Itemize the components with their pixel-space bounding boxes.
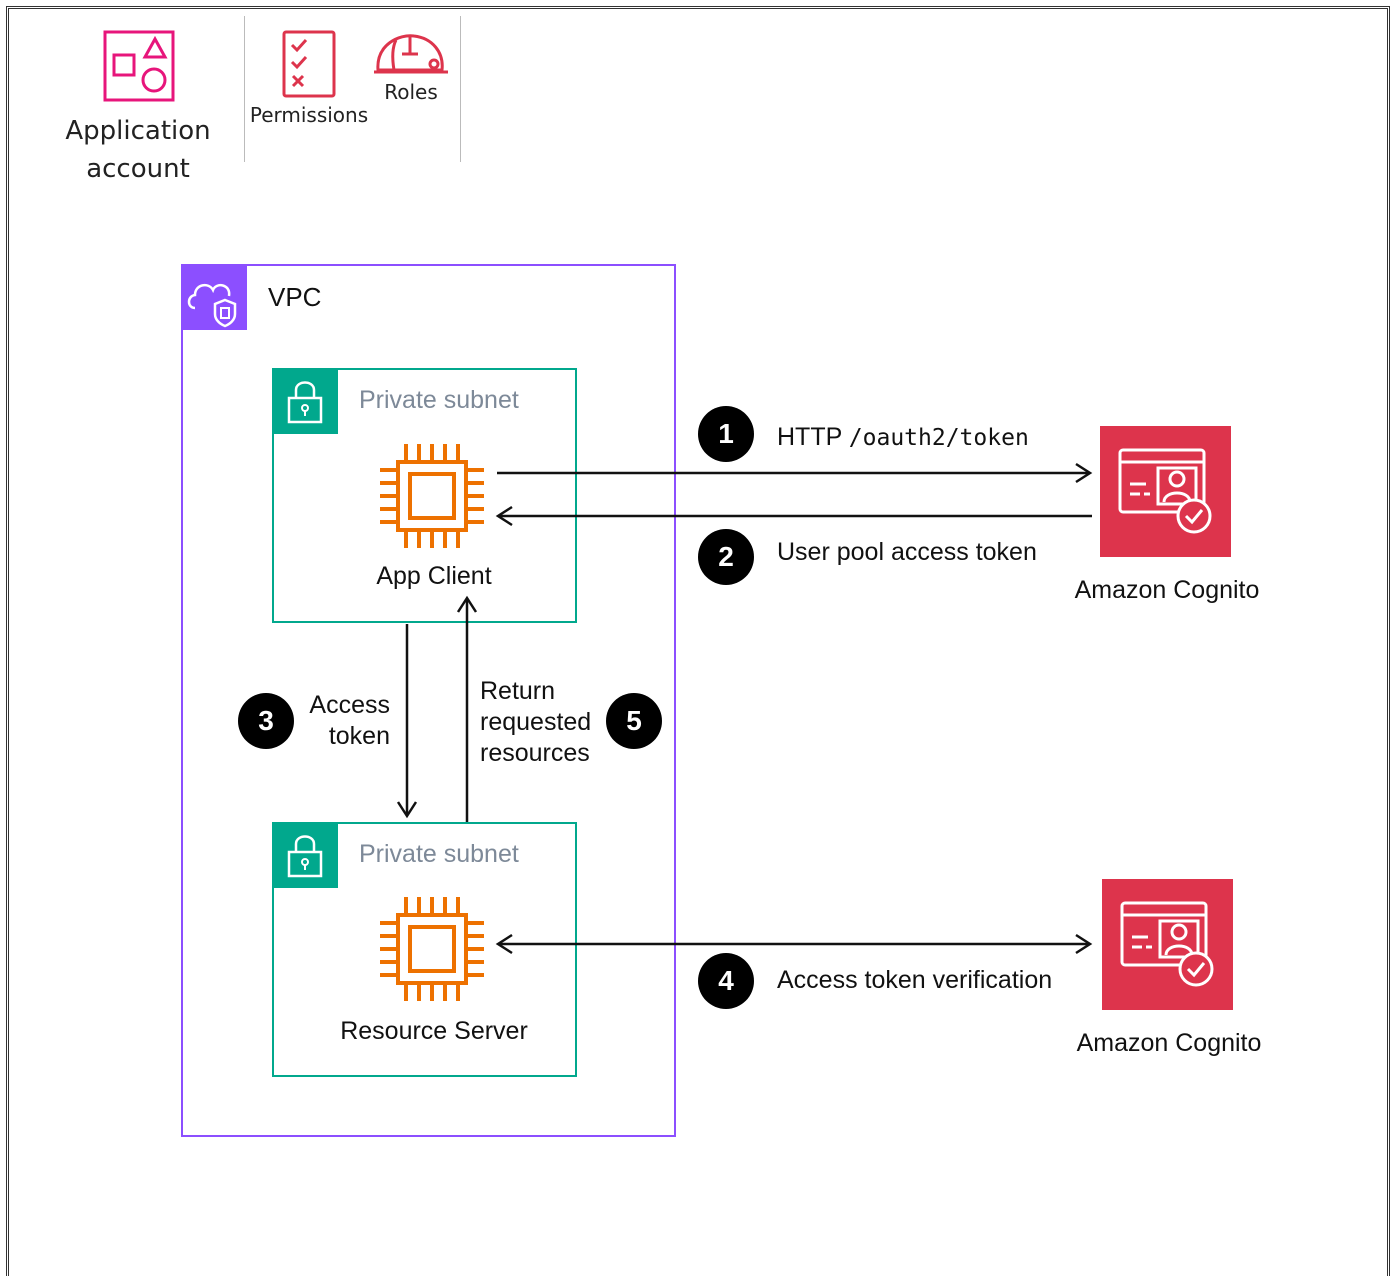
cognito-label: Amazon Cognito [1074, 576, 1260, 604]
vpc-cloud-icon [181, 264, 247, 330]
arrow-head [456, 595, 478, 613]
arrow-head [1075, 933, 1093, 955]
step-4-label: Access token verification [777, 966, 1053, 994]
application-account-icon [103, 30, 175, 102]
lock-icon [272, 822, 338, 888]
lock-icon [272, 368, 338, 434]
step-5-badge: 5 [606, 693, 662, 749]
cognito-icon [1102, 879, 1233, 1010]
permissions-icon [282, 30, 336, 98]
step-2-label: User pool access token [777, 538, 1037, 566]
step-3-line2: token [328, 722, 390, 750]
step-3-badge: 3 [238, 693, 294, 749]
step-1-endpoint: /oauth2/token [848, 425, 1029, 451]
step-2-badge: 2 [698, 529, 754, 585]
step-5-line1: Return [480, 677, 556, 705]
vpc-label: VPC [268, 282, 322, 312]
cognito-icon [1100, 426, 1231, 557]
subnet-label: Private subnet [359, 840, 519, 868]
arrow-head [1075, 462, 1093, 484]
header-divider [460, 16, 461, 162]
subnet-label: Private subnet [359, 386, 519, 414]
compute-chip-icon [376, 893, 488, 1005]
step-1-prefix: HTTP [777, 423, 842, 451]
step-5-line2: requested [480, 708, 592, 736]
step-1-badge: 1 [698, 406, 754, 462]
vpc-boundary [181, 264, 676, 1137]
cognito-label: Amazon Cognito [1076, 1029, 1262, 1057]
app-client-label: App Client [376, 562, 492, 590]
roles-icon [372, 30, 450, 78]
roles-label: Roles [384, 80, 438, 104]
step-4-badge: 4 [698, 953, 754, 1009]
header-divider [244, 16, 245, 162]
resource-server-label: Resource Server [340, 1017, 528, 1045]
arrow-head [396, 801, 418, 819]
step-3-label: Access token [290, 690, 390, 752]
step-5-line3: resources [480, 739, 590, 767]
arrow-head [495, 505, 513, 527]
arrow-head [495, 933, 513, 955]
compute-chip-icon [376, 440, 488, 552]
diagram-frame [6, 6, 1390, 1276]
step-5-label: Return requested resources [480, 676, 591, 769]
application-account-label: Application account [48, 112, 228, 188]
permissions-label: Permissions [249, 103, 369, 127]
step-1-label: HTTP /oauth2/token [777, 423, 1029, 452]
account-label-line2: account [86, 154, 190, 184]
account-label-line1: Application [65, 116, 211, 146]
step-3-line1: Access [309, 691, 390, 719]
